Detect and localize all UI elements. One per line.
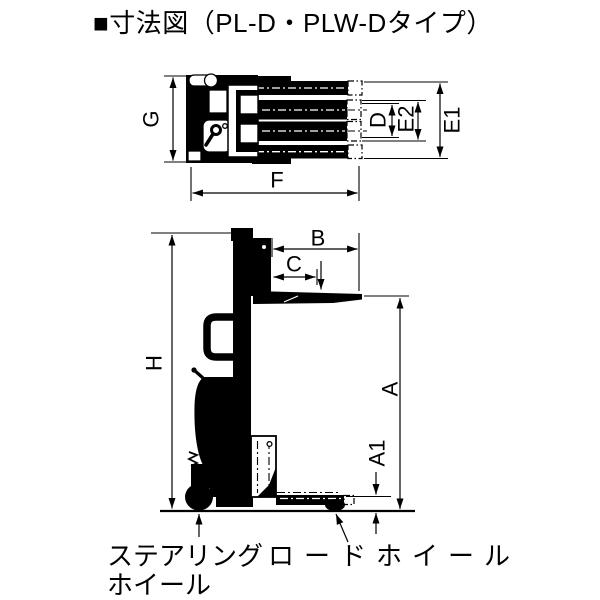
fork-bracket-upper xyxy=(239,94,259,115)
fork-blade-lowered xyxy=(276,495,344,505)
dimension-label-e1: E1 xyxy=(440,107,465,134)
tiller-knob xyxy=(203,73,219,88)
rail-notch xyxy=(257,467,276,497)
dimension-label-h: H xyxy=(142,355,167,371)
carriage-bolt xyxy=(262,245,266,249)
chassis-foot xyxy=(216,494,253,507)
top-view-fork-upper xyxy=(258,100,347,120)
fork-bracket-lower xyxy=(239,123,259,144)
release-lever xyxy=(210,124,222,136)
top-view-leg-upper xyxy=(252,76,348,95)
dimension-label-c: C xyxy=(286,252,302,277)
fork-blade-raised xyxy=(253,291,362,304)
mast-cap xyxy=(231,228,253,241)
fork-carriage xyxy=(251,238,271,296)
load-wheel-leader-arrow xyxy=(335,513,349,543)
release-lever-arm xyxy=(204,132,215,147)
dimension-label-d: D xyxy=(366,112,391,128)
top-view-leg-lower xyxy=(252,145,348,164)
caster-bracket xyxy=(191,464,212,488)
steering-wheel-label-line1: ステアリング xyxy=(107,541,263,571)
page-title: ■寸法図（PL-D・PLW-Dタイプ） xyxy=(93,8,493,38)
dimension-label-a1: A1 xyxy=(365,440,390,467)
top-view-fork-lower xyxy=(258,121,347,141)
fork-heel-line xyxy=(283,295,299,303)
dimension-label-b: B xyxy=(311,226,326,251)
side-view-body xyxy=(194,377,233,497)
dimension-label-e2: E2 xyxy=(394,106,419,133)
rail-bolt xyxy=(266,440,273,448)
dimension-label-f: F xyxy=(270,168,283,193)
steering-wheel xyxy=(185,483,213,511)
dimension-label-g: G xyxy=(139,110,164,127)
steering-wheel-label-line2: ホイール xyxy=(107,570,211,600)
tiller-handle-side-view xyxy=(203,313,233,361)
mast xyxy=(233,240,251,502)
fork-tip-outlines xyxy=(346,80,363,160)
battery-box xyxy=(208,89,228,114)
machine-top-view xyxy=(186,73,367,164)
side-view-dimensions xyxy=(151,232,409,543)
pivot-pin xyxy=(222,123,228,129)
machine-side-view xyxy=(160,228,415,513)
load-wheel-label: ロードホイール xyxy=(268,541,520,571)
dimension-label-a: A xyxy=(378,381,403,396)
top-view-dimensions xyxy=(164,75,448,201)
body-notch xyxy=(187,150,202,162)
fork-tip-outline xyxy=(343,494,355,506)
lever-arm xyxy=(192,368,205,380)
caster-spring xyxy=(186,451,200,467)
load-wheel xyxy=(325,499,345,511)
